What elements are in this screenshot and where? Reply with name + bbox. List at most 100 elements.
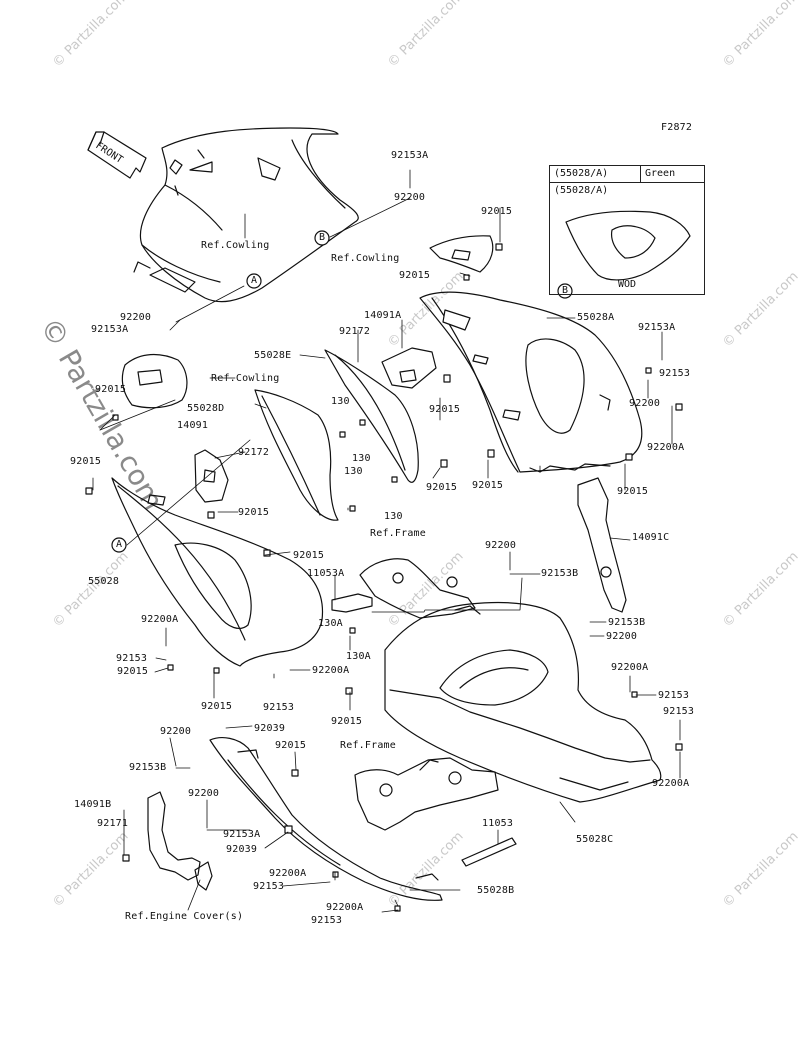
part-label: 55028D bbox=[187, 403, 225, 414]
part-label: 92015 bbox=[481, 206, 513, 217]
legend-color: Green bbox=[645, 168, 676, 179]
bar-11053 bbox=[461, 837, 517, 867]
part-label: 92200 bbox=[394, 192, 426, 203]
part-label: 92171 bbox=[97, 818, 129, 829]
part-label: 92200A bbox=[312, 665, 350, 676]
color-legend: (55028/A) Green (55028/A) WOD bbox=[549, 165, 705, 295]
part-label: 92200A bbox=[611, 662, 649, 673]
part-label: 92200A bbox=[326, 902, 364, 913]
part-label: 14091 bbox=[177, 420, 209, 431]
part-label: 55028B bbox=[477, 885, 515, 896]
part-label: 92015 bbox=[429, 404, 461, 415]
part-label: 92200 bbox=[629, 398, 661, 409]
part-label: 130 bbox=[352, 453, 371, 464]
legend-sub-part: (55028/A) bbox=[554, 185, 609, 196]
part-label: 92015 bbox=[617, 486, 649, 497]
part-label: 55028 bbox=[88, 576, 120, 587]
legend-footer: WOD bbox=[617, 279, 637, 290]
part-label: 14091A bbox=[364, 310, 402, 321]
fasteners bbox=[85, 243, 683, 912]
part-label: 92153A bbox=[638, 322, 676, 333]
legend-header: (55028/A) Green bbox=[550, 166, 704, 183]
lower-cowl-55028 bbox=[111, 477, 324, 667]
legend-part-number: (55028/A) bbox=[550, 166, 641, 182]
part-label: 92153 bbox=[658, 690, 690, 701]
part-label: 92200 bbox=[188, 788, 220, 799]
part-label: 11053 bbox=[482, 818, 514, 829]
part-label: 92153A bbox=[223, 829, 261, 840]
part-label: 92200A bbox=[141, 614, 179, 625]
part-label: 130 bbox=[384, 511, 403, 522]
part-label: 92172 bbox=[238, 447, 270, 458]
engine-cover-ref bbox=[194, 861, 213, 891]
bracket-14091 bbox=[194, 449, 229, 503]
part-label: 92153B bbox=[129, 762, 167, 773]
part-label: 130 bbox=[344, 466, 363, 477]
part-label: 92153 bbox=[253, 881, 285, 892]
part-label: 92172 bbox=[339, 326, 371, 337]
part-label: Ref.Cowling bbox=[201, 240, 270, 251]
part-label: 92015 bbox=[399, 270, 431, 281]
front-arrow-icon bbox=[87, 131, 147, 179]
part-label: 92200 bbox=[120, 312, 152, 323]
frame-ref-lower bbox=[354, 757, 499, 831]
inner-panel-55028E bbox=[324, 349, 419, 483]
part-label: 55028E bbox=[254, 350, 292, 361]
part-label: 92015 bbox=[201, 701, 233, 712]
part-label: 92015 bbox=[238, 507, 270, 518]
part-label: 92015 bbox=[472, 480, 504, 491]
frame-ref-upper bbox=[359, 558, 476, 619]
part-label: 92200A bbox=[647, 442, 685, 453]
side-cowl-55028A bbox=[419, 291, 643, 473]
callout-a: A bbox=[251, 275, 258, 286]
part-label: 92153 bbox=[263, 702, 295, 713]
callout-b: B bbox=[562, 285, 569, 296]
part-label: 92015 bbox=[331, 716, 363, 727]
part-label: 92015 bbox=[426, 482, 458, 493]
part-label: Ref.Cowling bbox=[211, 373, 280, 384]
small-cowling-ref bbox=[429, 235, 494, 273]
part-label: 92153 bbox=[659, 368, 691, 379]
part-label: 92200A bbox=[269, 868, 307, 879]
bracket-14091B bbox=[147, 791, 201, 881]
part-label: 92039 bbox=[254, 723, 286, 734]
part-label: 92200A bbox=[652, 778, 690, 789]
upper-cowling-ref bbox=[133, 127, 359, 303]
bracket-11053A bbox=[331, 593, 373, 613]
bracket-14091C bbox=[577, 477, 627, 613]
callout-a: A bbox=[116, 539, 123, 550]
part-label: 55028A bbox=[577, 312, 615, 323]
part-label: 130A bbox=[318, 618, 343, 629]
part-label: 14091B bbox=[74, 799, 112, 810]
legend-part-sketch bbox=[565, 210, 691, 281]
part-label: 55028C bbox=[576, 834, 614, 845]
part-label: Ref.Frame bbox=[370, 528, 426, 539]
part-label: 92153 bbox=[663, 706, 695, 717]
part-label: 92200 bbox=[606, 631, 638, 642]
callout-circles bbox=[111, 230, 573, 553]
part-label: 92200 bbox=[485, 540, 517, 551]
part-label: 92015 bbox=[117, 666, 149, 677]
part-label: 92153B bbox=[608, 617, 646, 628]
side-panel-55028D bbox=[254, 389, 339, 521]
part-label: 92015 bbox=[293, 550, 325, 561]
figure-code: F2872 bbox=[661, 122, 693, 133]
callout-b: B bbox=[319, 232, 326, 243]
part-label: Ref.Frame bbox=[340, 740, 396, 751]
leader-lines bbox=[92, 169, 681, 913]
part-label: Ref.Cowling bbox=[331, 253, 400, 264]
part-label: 92039 bbox=[226, 844, 258, 855]
part-label: 92015 bbox=[275, 740, 307, 751]
lower-panel-55028B bbox=[209, 737, 443, 901]
part-label: 92200 bbox=[160, 726, 192, 737]
part-label: 92153 bbox=[116, 653, 148, 664]
part-label: 92153B bbox=[541, 568, 579, 579]
part-label: 92015 bbox=[70, 456, 102, 467]
part-label: 92015 bbox=[95, 384, 127, 395]
part-label: 14091C bbox=[632, 532, 670, 543]
part-label: 130 bbox=[331, 396, 350, 407]
part-label: 92153A bbox=[391, 150, 429, 161]
part-label: 130A bbox=[346, 651, 371, 662]
